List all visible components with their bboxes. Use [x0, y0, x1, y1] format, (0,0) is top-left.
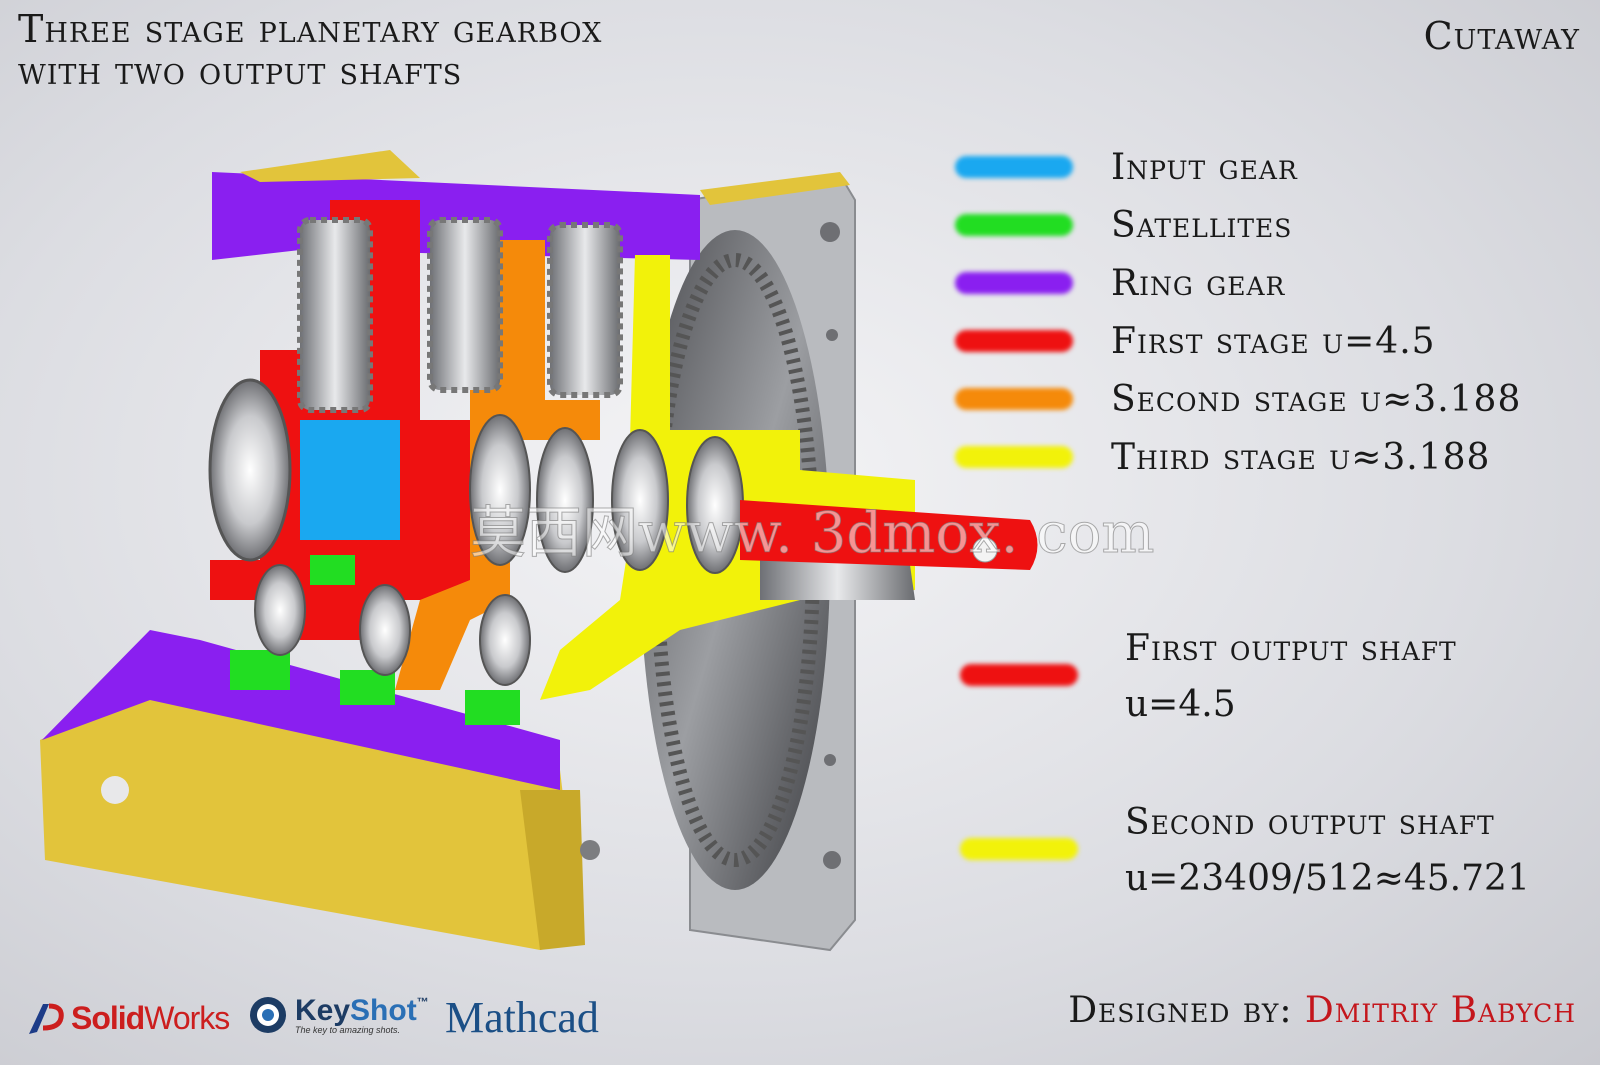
legend-label: Satellites — [1111, 204, 1293, 246]
base-side-face — [520, 790, 585, 950]
base-bolt-hole — [101, 776, 129, 804]
first-output-label: First output shaft — [1125, 628, 1457, 669]
lower-bearing — [359, 584, 411, 676]
keyshot-tm: ™ — [416, 994, 429, 1009]
legend-item-second-stage: Second stage u≈3.188 — [955, 370, 1521, 428]
flange-bolt-hole — [826, 329, 838, 341]
second-output-shaft — [760, 560, 915, 600]
satellite-block — [230, 650, 290, 690]
title-line-1: Three stage planetary gearbox — [18, 7, 603, 51]
planet-gear-2 — [427, 217, 503, 393]
keyshot-logo: KeyShot™ The key to amazing shots. — [247, 994, 429, 1036]
legend-label: Ring gear — [1111, 262, 1286, 304]
keyshot-key: Key — [295, 993, 351, 1027]
first-output-shaft — [740, 500, 1038, 570]
flange-bolt-hole — [824, 754, 836, 766]
keyshot-shot: Shot — [350, 993, 417, 1027]
legend-swatch — [955, 214, 1073, 236]
satellite-block — [465, 690, 520, 725]
legend-swatch — [955, 388, 1073, 410]
keyshot-icon — [250, 997, 286, 1033]
bearing — [469, 414, 531, 566]
planet-gear-3 — [547, 222, 623, 398]
designer-name: Dmitriy Babych — [1304, 990, 1576, 1031]
legend-label: Third stage u≈3.188 — [1111, 436, 1491, 478]
base-housing-top — [42, 630, 560, 790]
legend-label: Second stage u≈3.188 — [1111, 378, 1522, 420]
ds-logo-icon — [29, 1003, 64, 1034]
bearing — [611, 429, 669, 571]
legend-item-third-stage: Third stage u≈3.188 — [955, 428, 1490, 486]
legend-item-ring-gear: Ring gear — [955, 254, 1285, 312]
top-housing-yellow — [240, 150, 420, 182]
mathcad-logo: Mathcad — [445, 993, 599, 1042]
flange-bolt-hole — [823, 851, 841, 869]
flange-bolt-hole — [820, 222, 840, 242]
input-bearing — [208, 378, 292, 562]
designer-credit: Designed by: Dmitriy Babych — [1068, 990, 1576, 1031]
designed-by-prefix: Designed by: — [1068, 990, 1293, 1031]
legend-swatch — [955, 330, 1073, 352]
software-logos: SolidWorks KeyShot™ The key to amazing s… — [25, 990, 665, 1050]
legend-swatch — [955, 272, 1073, 294]
legend-item-satellites: Satellites — [955, 196, 1292, 254]
cutaway-label: Cutaway — [1423, 14, 1580, 58]
planet-gear-1 — [297, 217, 373, 413]
bearing — [536, 427, 594, 573]
first-output-swatch — [960, 664, 1078, 686]
watermark: 莫西网www. 3dmox. com — [469, 501, 1155, 567]
lower-bearing — [254, 564, 306, 656]
legend-swatch — [955, 156, 1073, 178]
solidworks-logo: SolidWorks — [25, 998, 230, 1038]
legend-label: Input gear — [1111, 146, 1298, 188]
legend-item-input-gear: Input gear — [955, 138, 1298, 196]
input-gear — [300, 420, 400, 540]
second-output-swatch — [960, 838, 1078, 860]
solidworks-solid: Solid — [71, 999, 145, 1036]
second-output-ratio: u=23409/512≈45.721 — [1125, 858, 1530, 899]
legend-label: First stage u=4.5 — [1111, 320, 1436, 362]
shaft-cross-hole — [972, 537, 998, 563]
page-title: Three stage planetary gearbox with two o… — [18, 8, 602, 92]
second-output-label: Second output shaft — [1125, 802, 1495, 843]
legend-item-first-stage: First stage u=4.5 — [955, 312, 1436, 370]
keyshot-tagline: The key to amazing shots. — [295, 1024, 401, 1035]
base-bolt-hole — [580, 840, 600, 860]
flange-top-edge — [700, 172, 850, 205]
satellite-block — [310, 555, 355, 585]
legend-swatch — [955, 446, 1073, 468]
lower-bearing — [479, 594, 531, 686]
title-line-2: with two output shafts — [18, 49, 463, 93]
solidworks-works: Works — [144, 999, 230, 1036]
first-output-ratio: u=4.5 — [1125, 684, 1236, 725]
